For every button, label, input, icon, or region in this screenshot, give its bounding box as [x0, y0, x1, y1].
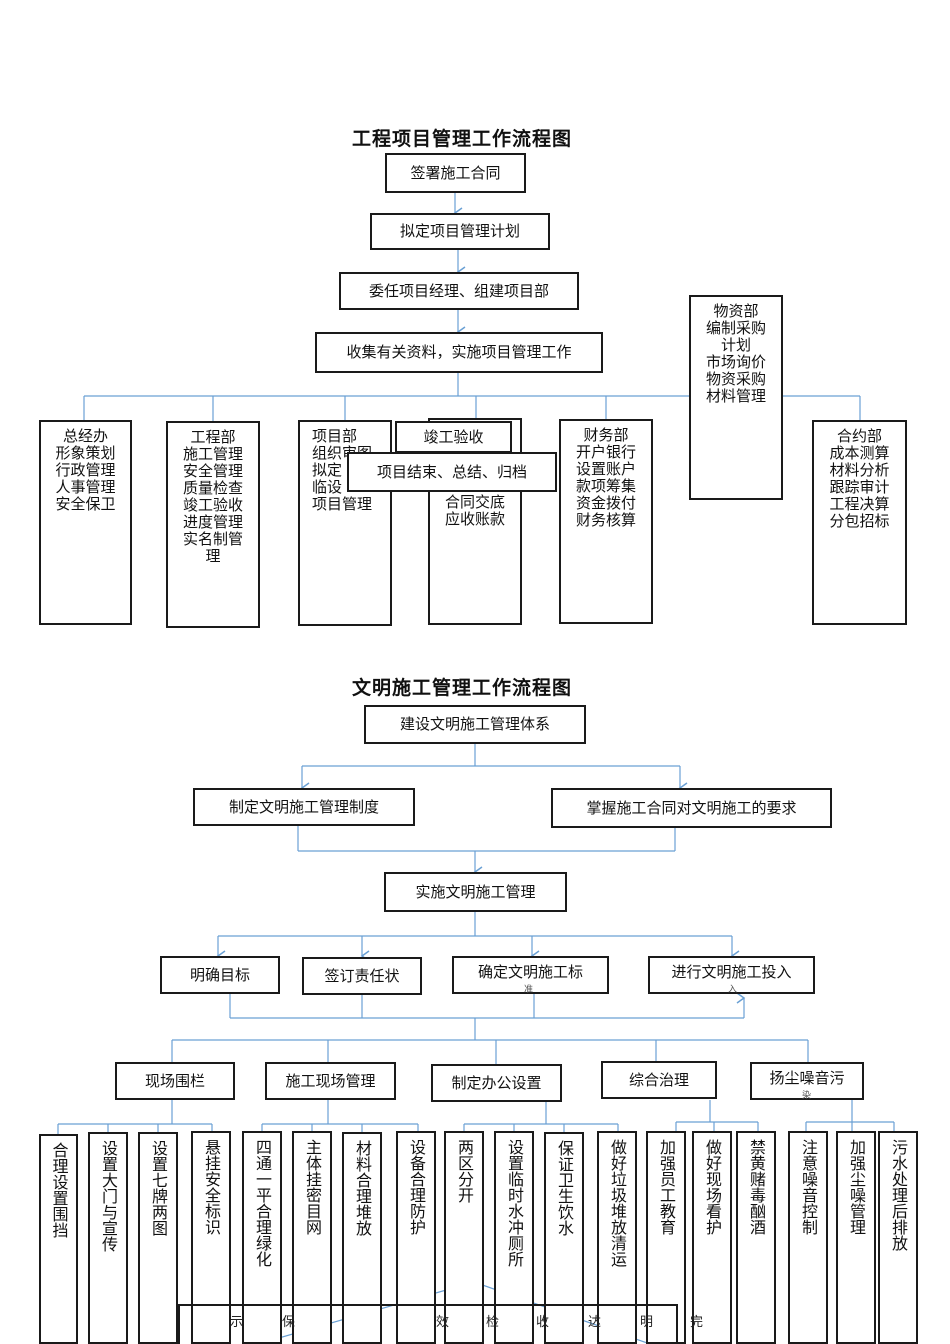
chart1-title: 工程项目管理工作流程图 — [352, 128, 573, 150]
leaf-label: 设置七牌两图 — [149, 1140, 168, 1236]
responsibility-box: 签订责任状 — [302, 957, 422, 995]
leaf-label: 做好现场看护 — [703, 1139, 722, 1235]
bottom-row-frame — [178, 1304, 678, 1344]
leaf: 主体挂密目网 — [292, 1131, 332, 1344]
fence-box: 现场围栏 — [115, 1062, 235, 1100]
bottom-fragment: 达 — [588, 1315, 602, 1330]
step-collect-data: 收集有关资料，实施项目管理工作 — [315, 332, 603, 373]
leaf: 加强尘噪管理 — [836, 1131, 876, 1344]
leaf-label: 做好垃圾堆放清运 — [608, 1139, 627, 1267]
leaf: 污水处理后排放 — [878, 1131, 918, 1344]
leaf-label: 禁黄赌毒酗酒 — [747, 1139, 766, 1235]
dept-materials: 物资部 编制采购 计划 市场询价 物资采购 材料管理 — [689, 295, 783, 500]
bottom-fragment: 保 — [282, 1315, 296, 1330]
dust-noise-label: 扬尘噪音污 — [769, 1069, 845, 1087]
bottom-fragment: 完 — [690, 1315, 704, 1330]
dust-noise-small: 染 — [802, 1091, 812, 1101]
leaf-label: 注意噪音控制 — [799, 1139, 818, 1235]
leaf-label: 加强员工教育 — [657, 1139, 676, 1235]
dept-project: 项目部 组织审图 拟定 临设 项目管理 — [298, 420, 392, 626]
leaf: 禁黄赌毒酗酒 — [736, 1131, 776, 1344]
chart2-title: 文明施工管理工作流程图 — [352, 677, 573, 699]
contract-requirements-box: 掌握施工合同对文明施工的要求 — [551, 788, 832, 828]
leaf-label: 材料合理堆放 — [353, 1140, 372, 1236]
investment-box: 进行文明施工投入 — [648, 956, 815, 994]
office-setup-box: 制定办公设置 — [431, 1064, 562, 1102]
leaf-label: 两区分开 — [455, 1139, 474, 1203]
dept-engineering: 工程部 施工管理 安全管理 质量检查 竣工验收 进度管理 实名制管 理 — [166, 421, 260, 628]
investment-label: 进行文明施工投入 — [671, 963, 792, 981]
dept-contracts: 合约部 成本测算 材料分析 跟踪审计 工程决算 分包招标 — [812, 420, 907, 625]
leaf: 两区分开 — [444, 1131, 484, 1344]
leaf: 设置七牌两图 — [138, 1132, 178, 1344]
investment-small: 入 — [728, 985, 738, 995]
bottom-fragment: 收 — [536, 1315, 550, 1330]
leaf-label: 合理设置围挡 — [49, 1142, 69, 1238]
leaf-label: 加强尘噪管理 — [847, 1139, 866, 1235]
dust-noise-box: 扬尘噪音污 — [750, 1062, 864, 1100]
project-end-box: 项目结束、总结、归档 — [347, 452, 557, 492]
leaf: 做好现场看护 — [692, 1131, 732, 1344]
leaf-label: 保证卫生饮水 — [555, 1140, 574, 1236]
leaf: 保证卫生饮水 — [544, 1132, 584, 1344]
leaf: 注意噪音控制 — [788, 1131, 828, 1344]
dept-finance: 财务部 开户银行 设置账户 款项筹集 资金拨付 财务核算 — [559, 419, 653, 624]
leaf: 悬挂安全标识 — [191, 1131, 231, 1344]
make-rules-box: 制定文明施工管理制度 — [193, 788, 415, 826]
leaf: 合理设置围挡 — [39, 1134, 78, 1344]
leaf: 设备合理防护 — [396, 1131, 436, 1344]
dept-general-office: 总经办 形象策划 行政管理 人事管理 安全保卫 — [39, 420, 132, 625]
leaf-label: 设置临时水冲厕所 — [505, 1139, 524, 1267]
build-system-box: 建设文明施工管理体系 — [364, 705, 586, 744]
clear-goal-box: 明确目标 — [160, 956, 280, 994]
leaf: 设置大门与宣传 — [88, 1132, 128, 1344]
implement-box: 实施文明施工管理 — [384, 872, 567, 912]
bottom-fragment: 效 — [436, 1315, 450, 1330]
leaf-label: 四通一平合理绿化 — [253, 1139, 272, 1267]
leaf-label: 悬挂安全标识 — [202, 1139, 221, 1235]
bottom-fragment: 示 — [230, 1315, 244, 1330]
leaf-label: 主体挂密目网 — [303, 1139, 322, 1235]
standard-box: 确定文明施工标 — [452, 956, 609, 994]
leaf-label: 设置大门与宣传 — [99, 1140, 118, 1252]
standard-label: 确定文明施工标 — [477, 963, 583, 981]
comprehensive-box: 综合治理 — [601, 1061, 717, 1099]
leaf: 四通一平合理绿化 — [242, 1131, 282, 1344]
bottom-fragment: 检 — [486, 1315, 500, 1330]
leaf: 设置临时水冲厕所 — [494, 1131, 534, 1344]
step-plan: 拟定项目管理计划 — [370, 213, 550, 250]
step-appoint-manager: 委任项目经理、组建项目部 — [339, 272, 579, 310]
leaf-label: 污水处理后排放 — [889, 1139, 908, 1251]
step-sign-contract: 签署施工合同 — [385, 153, 526, 193]
leaf: 做好垃圾堆放清运 — [597, 1131, 637, 1344]
leaf: 加强员工教育 — [646, 1131, 686, 1344]
leaf: 材料合理堆放 — [342, 1132, 382, 1344]
standard-small: 准 — [524, 985, 534, 995]
site-management-box: 施工现场管理 — [265, 1062, 396, 1100]
completion-acceptance-box: 竣工验收 — [395, 421, 512, 453]
bottom-fragment: 明 — [640, 1315, 654, 1330]
leaf-label: 设备合理防护 — [407, 1139, 426, 1235]
